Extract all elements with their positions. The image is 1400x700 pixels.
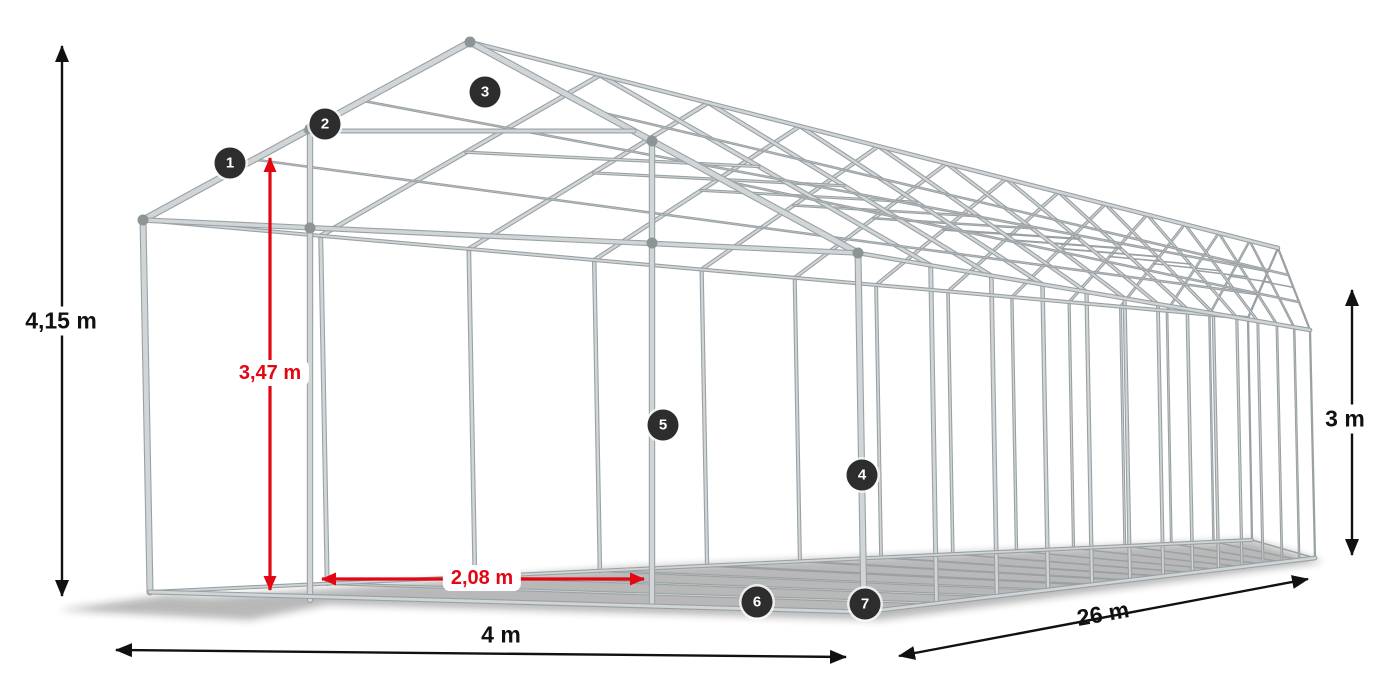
side-height-label: 3 m [1317,404,1373,434]
width-arrow [115,643,847,664]
marker-1: 1 [214,147,246,179]
marker-5: 5 [647,409,679,441]
marker-7: 7 [849,588,881,620]
length-arrow [898,575,1309,660]
total-height-label: 4,15 m [17,306,105,336]
marker-6: 6 [741,586,773,618]
door-width-label: 2,08 m [442,565,522,591]
width-label: 4 m [481,621,521,648]
marker-2: 2 [309,108,341,140]
marker-4: 4 [846,459,878,491]
door-height-label: 3,47 m [230,360,310,386]
marker-3: 3 [469,76,501,108]
